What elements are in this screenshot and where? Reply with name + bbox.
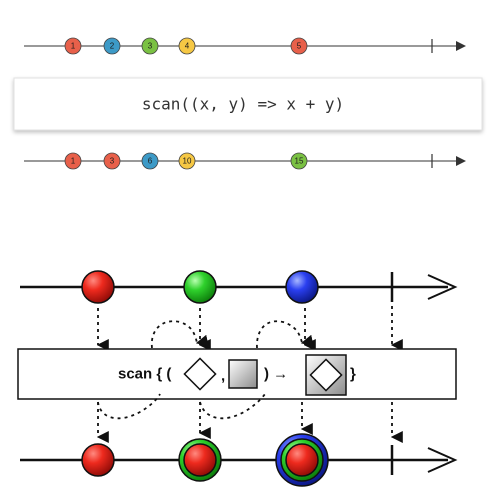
marble: 2 — [103, 37, 121, 55]
marble-circle — [290, 37, 308, 55]
accumulated-marble — [81, 443, 115, 477]
red-ring — [285, 443, 319, 477]
marble: 3 — [141, 37, 159, 55]
marble-label: 1 — [71, 42, 76, 51]
marble: 3 — [103, 152, 121, 170]
marble-circle — [64, 37, 82, 55]
operator-end: } — [350, 366, 356, 383]
top-operator-box: scan((x, y) => x + y) — [13, 77, 483, 131]
timeline-arrowhead — [456, 156, 466, 166]
bottom-diagram: scan { ( , ) → } — [17, 270, 458, 487]
feedback-curve — [97, 393, 161, 420]
timeline-arrowhead — [427, 274, 458, 300]
top-input-marbles: 1 2 3 4 5 — [64, 37, 308, 55]
red-ring — [183, 443, 217, 477]
top-output-timeline — [24, 154, 466, 168]
output-connectors — [96, 393, 403, 443]
operator-close: ) → — [264, 366, 288, 383]
accumulated-marble — [178, 438, 222, 482]
red-marble — [81, 270, 115, 304]
marble-circle — [141, 37, 159, 55]
input-connectors — [96, 306, 403, 351]
marble-label: 4 — [185, 42, 190, 51]
marble-circle — [141, 152, 159, 170]
marble-circle — [103, 152, 121, 170]
marble: 4 — [178, 37, 196, 55]
marble-label: 3 — [148, 42, 153, 51]
marble-circle — [64, 152, 82, 170]
feedback-arrow — [256, 320, 314, 349]
green-marble — [183, 270, 217, 304]
timeline-arrowhead — [427, 447, 458, 473]
marble: 6 — [141, 152, 159, 170]
operator-box-frame — [13, 77, 483, 131]
marble-circle — [103, 37, 121, 55]
top-input-timeline — [24, 39, 466, 53]
blue-marble — [285, 270, 319, 304]
marble-circle — [290, 152, 308, 170]
marble: 15 — [290, 152, 308, 170]
red-ring — [81, 443, 115, 477]
marble-circle — [178, 37, 196, 55]
accumulator-diamond — [183, 357, 217, 391]
top-output-marbles: 1 3 6 10 15 — [64, 152, 308, 170]
marble-label: 1 — [71, 157, 76, 166]
timeline-arrowhead — [456, 41, 466, 51]
operator-label: scan((x, y) => x + y) — [142, 95, 344, 114]
accumulated-marble — [275, 433, 329, 487]
marble: 10 — [178, 152, 196, 170]
operator-comma: , — [221, 368, 225, 385]
marble: 1 — [64, 37, 82, 55]
bottom-operator-box: scan { ( , ) → } — [17, 348, 457, 400]
bottom-input-marbles — [81, 270, 319, 304]
bottom-output-marbles — [81, 433, 329, 487]
marble-label: 10 — [183, 157, 192, 166]
feedback-arrow — [150, 320, 209, 349]
marble: 1 — [64, 152, 82, 170]
top-diagram: 1 2 3 4 5 scan((x, y) => x + y) 1 3 6 10 15 — [13, 37, 483, 170]
value-square — [228, 359, 258, 389]
marble: 5 — [290, 37, 308, 55]
marble-circle — [178, 152, 196, 170]
marble-label: 3 — [110, 157, 115, 166]
operator-label: scan { ( — [118, 366, 171, 383]
marble-label: 15 — [295, 157, 304, 166]
result-diamond — [309, 358, 343, 392]
marble-label: 2 — [110, 42, 115, 51]
marble-label: 6 — [148, 157, 153, 166]
marble-label: 5 — [297, 42, 302, 51]
